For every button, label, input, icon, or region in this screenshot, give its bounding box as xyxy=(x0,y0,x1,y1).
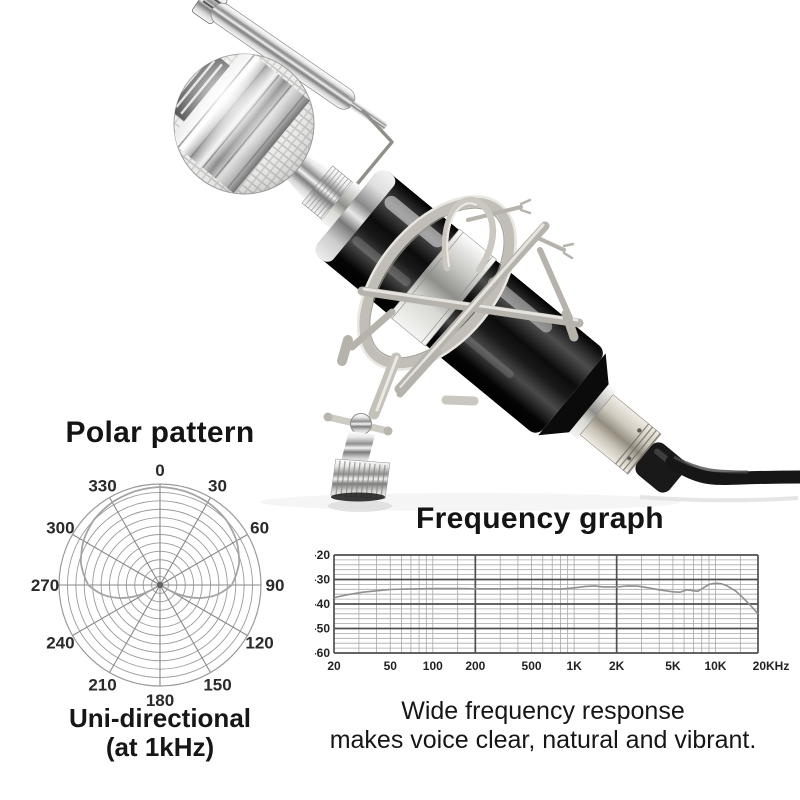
microphone-photo xyxy=(173,0,800,512)
polar-angle-label: 180 xyxy=(146,691,174,710)
pop-filter xyxy=(192,0,387,130)
hinge-knob xyxy=(350,413,372,435)
body-top-cap xyxy=(314,169,396,262)
mount-top-hook xyxy=(441,196,496,274)
freq-xtick-label: 5K xyxy=(665,659,681,673)
freq-ytick-label: -60 xyxy=(315,646,330,660)
cable-boot xyxy=(635,442,686,493)
polar-lobe-curve xyxy=(80,486,240,599)
freq-ytick-label: -40 xyxy=(315,597,330,611)
mount-ring xyxy=(356,195,517,371)
freq-xtick-label: 20 xyxy=(327,659,341,673)
freq-ytick-label: -50 xyxy=(315,622,330,636)
frequency-caption-line2: makes voice clear, natural and vibrant. xyxy=(329,726,757,754)
end-ring xyxy=(569,384,617,439)
freq-xtick-label: 20KHz xyxy=(753,659,790,673)
stand-mount xyxy=(323,352,402,502)
freq-ytick-label: -30 xyxy=(315,573,330,587)
frequency-response-curve xyxy=(333,582,759,615)
frequency-graph-title: Frequency graph xyxy=(416,502,664,535)
polar-angle-label: 30 xyxy=(208,476,227,495)
mesh-ball-head xyxy=(173,53,315,195)
freq-xtick-label: 200 xyxy=(465,659,485,673)
polar-angle-label: 270 xyxy=(31,576,59,595)
polar-angle-label: 0 xyxy=(155,461,164,480)
freq-xtick-label: 1K xyxy=(566,659,582,673)
polar-angle-label: 150 xyxy=(203,676,231,695)
stand-stem xyxy=(341,431,375,465)
mount-arms xyxy=(337,198,579,406)
knurled-stand-base xyxy=(330,458,391,500)
spider-shock-mount xyxy=(337,195,584,406)
frequency-caption-line1: Wide frequency response xyxy=(401,697,685,725)
polar-pattern-caption: Uni-directional (at 1kHz) xyxy=(20,704,300,762)
freq-xtick-label: 100 xyxy=(423,659,443,673)
polar-angle-label: 330 xyxy=(88,476,116,495)
freq-xtick-label: 500 xyxy=(522,659,542,673)
freq-xtick-label: 10K xyxy=(704,659,726,673)
polar-angle-label: 300 xyxy=(46,519,74,538)
freq-ytick-label: -20 xyxy=(315,548,330,562)
frequency-caption: Wide frequency response makes voice clea… xyxy=(288,697,798,755)
black-cable xyxy=(665,455,800,485)
polar-caption-line2: (at 1kHz) xyxy=(105,732,215,762)
polar-angle-label: 60 xyxy=(250,519,269,538)
mount-cross-bars xyxy=(357,221,584,394)
freq-xtick-label: 2K xyxy=(609,659,625,673)
polar-angle-label: 90 xyxy=(266,576,285,595)
polar-angle-label: 120 xyxy=(245,634,273,653)
polar-pattern-chart: 0 30 60 90 120 150 180 210 240 270 300 330 xyxy=(31,461,285,710)
polar-angle-label: 240 xyxy=(46,634,74,653)
polar-caption-line1: Uni-directional xyxy=(68,703,251,733)
polar-pattern-title: Polar pattern xyxy=(65,416,255,449)
polar-angle-label: 210 xyxy=(88,676,116,695)
neck-collar xyxy=(320,180,365,230)
body-end-taper xyxy=(538,353,609,436)
freq-xtick-label: 50 xyxy=(384,659,398,673)
